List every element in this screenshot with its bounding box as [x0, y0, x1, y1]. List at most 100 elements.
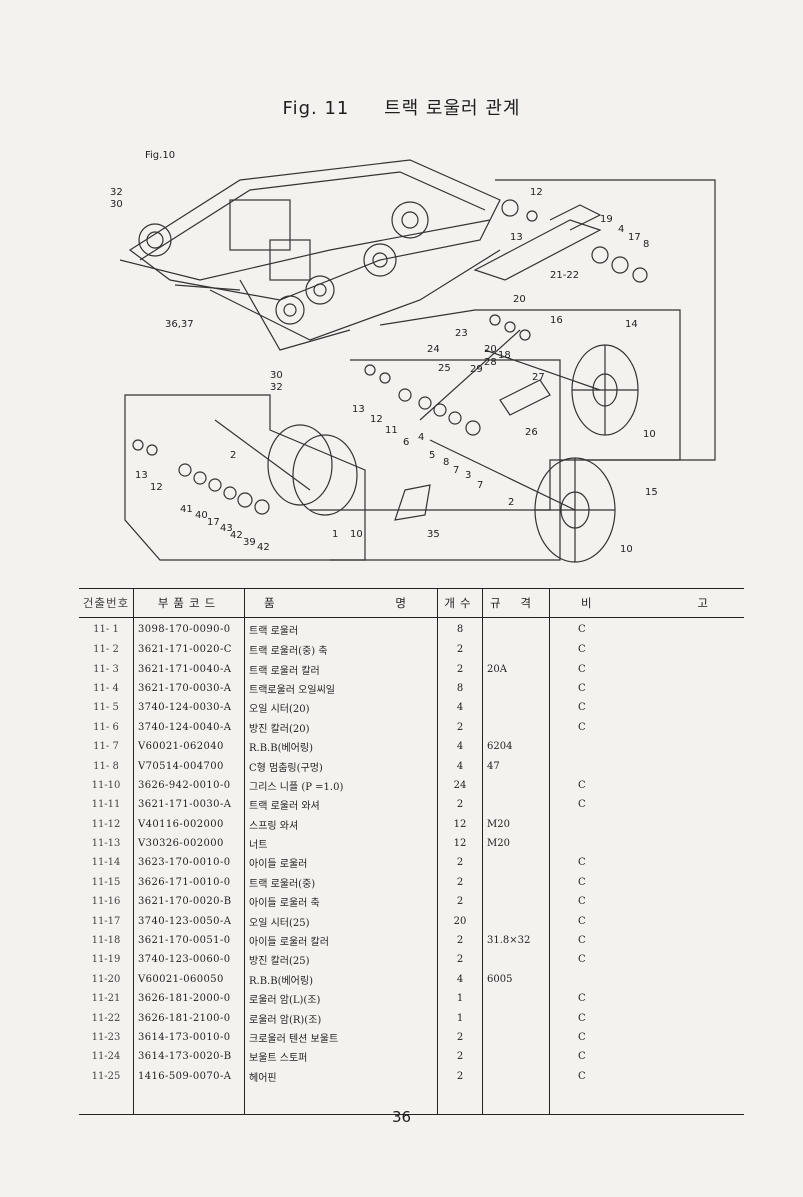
- cell-code: 3614-173-0010-0: [133, 1027, 245, 1048]
- callout-labels: Fig.10 32 30 36,37 30 32 13 12 19 4 17 8…: [110, 150, 658, 555]
- cell-qty: 2: [437, 640, 483, 660]
- cell-remark: C: [578, 702, 586, 714]
- cell-name: 너트: [249, 840, 268, 852]
- cell-code: 3098-170-0090-0: [133, 617, 245, 640]
- cell-name: 오일 시터(25): [249, 917, 310, 929]
- cell-no: 11-19: [91, 954, 121, 966]
- cell-no: 11-17: [91, 915, 121, 927]
- cell-name: 트랙 로울러(중) 축: [249, 646, 328, 658]
- figure-title: Fig. 11 트랙 로울러 관계: [0, 94, 803, 120]
- cell-name: R.B.B(베어링): [249, 743, 313, 755]
- callout: 14: [625, 319, 638, 330]
- callout: 8: [443, 457, 449, 468]
- callout: 2: [230, 450, 236, 461]
- cell-code: 3621-170-0051-0: [133, 930, 245, 951]
- cell-no: 11-22: [91, 1012, 121, 1024]
- callout: 19: [600, 214, 613, 225]
- cell-name: 보울트 스토퍼: [249, 1053, 308, 1065]
- header-name-right: 명: [395, 596, 406, 610]
- cell-code: 3623-170-0010-0: [133, 853, 245, 873]
- callout: 30: [270, 370, 283, 381]
- cell-spec: [482, 1008, 550, 1028]
- cell-remark: [550, 834, 745, 853]
- cell-qty: 2: [437, 717, 483, 737]
- cell-spec: 47: [482, 756, 550, 776]
- cell-qty: 2: [437, 950, 483, 970]
- cell-name: 아이들 로울러 축: [249, 898, 320, 910]
- cell-spec: [482, 678, 550, 699]
- cell-spec: M20: [482, 814, 550, 834]
- cell-name: 로울러 암(R)(조): [249, 1014, 322, 1026]
- callout: 28: [484, 357, 497, 368]
- cell-name: 오일 시터(20): [249, 704, 310, 716]
- cell-qty: 4: [437, 969, 483, 990]
- cell-qty: 2: [437, 930, 483, 951]
- header-code: 부품코드: [133, 588, 245, 618]
- cell-code: 3626-942-0010-0: [133, 775, 245, 796]
- cell-no: 11-11: [91, 799, 121, 811]
- callout: 6: [403, 437, 409, 448]
- cell-qty: 1: [437, 1008, 483, 1028]
- cell-remark: C: [578, 1032, 586, 1043]
- cell-qty: 2: [437, 1027, 483, 1048]
- cell-code: 3740-123-0060-0: [133, 950, 245, 970]
- cell-spec: [482, 1047, 550, 1067]
- callout: 4: [418, 432, 424, 443]
- cell-remark: C: [578, 1070, 586, 1082]
- callout: 16: [550, 315, 563, 326]
- callout: 7: [477, 480, 483, 491]
- table-end-row: [79, 1085, 744, 1115]
- callout: 27: [532, 372, 545, 383]
- callout: 10: [350, 529, 363, 540]
- callout: 5: [429, 450, 435, 461]
- cell-code: 3621-171-0030-A: [133, 795, 245, 815]
- callout: 7: [453, 465, 459, 476]
- cell-qty: 8: [437, 617, 483, 640]
- cell-spec: [482, 640, 550, 660]
- cell-qty: 2: [437, 795, 483, 815]
- cell-name: 그리스 니플 (P =1.0): [249, 781, 344, 793]
- cell-spec: [482, 911, 550, 931]
- cell-name: 방진 칼러(20): [249, 723, 310, 735]
- cell-no: 11- 3: [93, 663, 119, 675]
- callout: 39: [243, 537, 256, 548]
- cell-no: 11- 1: [93, 623, 119, 635]
- callout: 24: [427, 344, 440, 355]
- callout: 35: [427, 529, 440, 540]
- cell-no: 11- 4: [93, 682, 119, 694]
- cell-code: 3621-170-0030-A: [133, 678, 245, 699]
- callout: 2: [508, 497, 514, 508]
- callout: 11: [385, 425, 398, 436]
- cell-code: 3740-124-0030-A: [133, 698, 245, 718]
- cell-remark: [550, 737, 745, 756]
- cell-remark: C: [578, 799, 586, 811]
- cell-no: 11-20: [91, 973, 121, 985]
- figure-caption: 트랙 로울러 관계: [384, 98, 521, 119]
- cell-qty: 24: [437, 775, 483, 796]
- cell-spec: [482, 872, 550, 893]
- cell-no: 11-16: [91, 896, 121, 908]
- callout: 15: [645, 487, 658, 498]
- cell-spec: [482, 989, 550, 1009]
- cell-name: R.B.B(베어링): [249, 975, 313, 987]
- callout: 13: [135, 470, 148, 481]
- callout: 25: [438, 363, 451, 374]
- cell-remark: C: [578, 857, 586, 869]
- callout: 36,37: [165, 319, 194, 330]
- cell-spec: [482, 950, 550, 970]
- cell-no: 11- 5: [93, 702, 119, 714]
